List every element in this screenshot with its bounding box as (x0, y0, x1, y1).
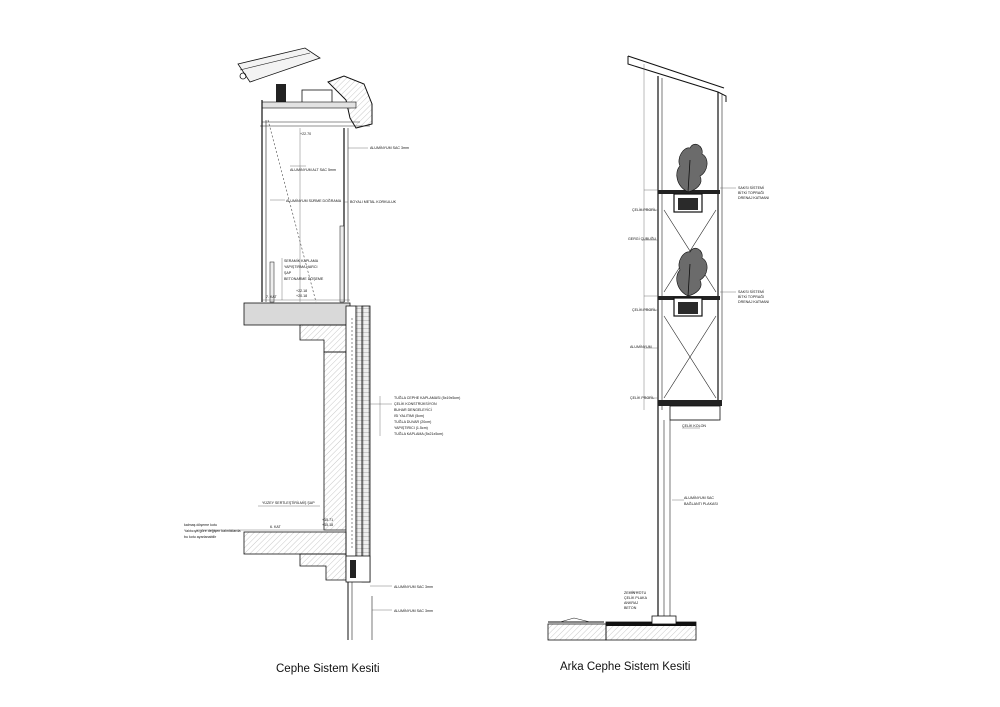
label-betonarme: BETONARME DÖŞEME (284, 277, 324, 281)
planter-label-1: SAKSI SİSTEMİ (738, 185, 764, 190)
brick-layer-3: BUHAR DENGELEYİCİ (394, 407, 432, 412)
label-sap: ŞAP (284, 271, 292, 275)
kat-label-low: 6. KAT (270, 525, 282, 529)
label-boyali-metal: BOYALI METAL KORKULUK (350, 200, 397, 204)
planter-label-4: SAKSI SİSTEMİ (738, 289, 764, 294)
label-yuzey-sertlestirme: YÜZEY SERTLEŞTİRİLMİŞ ŞAP (262, 500, 315, 505)
planter-label-2: BİTKİ TOPRAĞI (738, 190, 764, 195)
side-label-3: ÇELİK PROFİL (632, 307, 656, 312)
label-aluminyum-surme: ALUMİNYUM SÜRME DOĞRAMA (286, 198, 342, 203)
side-label-2: GERGİ ÇUBUĞU (628, 236, 657, 241)
planter-label-6: DRENAJ KATMANI (738, 300, 769, 304)
side-label-5: ÇELİK PROFİL (630, 395, 654, 400)
lower-label-2: ALUMİNYUM SAC (684, 495, 714, 500)
label-aluminyum-sac-bottom1: ALUMİNYUM SAC 3mm (394, 584, 433, 589)
note-line-1: kalmaş döşeme kotu (184, 523, 217, 527)
lower-label-1: ÇELİK KOLON (682, 423, 706, 428)
brick-annotations: TUĞLA CEPHE KAPLAMASI (5x19x5cm) ÇELİK K… (370, 395, 460, 436)
upper-annotations: ALUMİNYUM SAC 3mm ALUMİNYUM ALT SAC 5mm … (262, 145, 409, 301)
brick-layer-1: TUĞLA CEPHE KAPLAMASI (5x19x5cm) (394, 395, 460, 400)
right-section: SAKSI SİSTEMİ BİTKİ TOPRAĞI DRENAJ KATMA… (547, 55, 769, 641)
planter-upper (673, 143, 708, 213)
ground-detail: ZEMİN KOTU ÇELİK PLAKA ANKRAJ BETON (547, 590, 697, 641)
brick-layer-2: ÇELİK KONSTRÜKSİYON (394, 401, 437, 406)
brick-layer-7: TUĞLA KAPLAMA (5x21x5cm) (394, 431, 443, 436)
planter-annotations: SAKSI SİSTEMİ BİTKİ TOPRAĞI DRENAJ KATMA… (720, 185, 769, 304)
ground-label-1: ZEMİN KOTU (624, 590, 647, 595)
note-line-2: Yalıtıcıya göre değişen kalınlıklarda (184, 529, 240, 533)
brick-layer-5: TUĞLA DUVAR (20cm) (394, 419, 431, 424)
note-line-3: bu kotu ayarlanabilir (184, 535, 217, 539)
level-mid: +20.18 (296, 294, 307, 298)
planter-lower (673, 247, 708, 317)
title-left: Cephe Sistem Kesiti (276, 663, 380, 675)
level-top-mark: +22.70 (300, 132, 311, 136)
brick-layer-6: YAPIŞTIRICI (1.5cm) (394, 426, 428, 430)
lower-label-3: BAĞLANTI PLAKASI (684, 501, 718, 506)
side-label-4: ALUMİNYUM (630, 344, 652, 349)
label-aluminyum-sac-top: ALUMİNYUM SAC 3mm (370, 145, 409, 150)
planter-label-3: DRENAJ KATMANI (738, 196, 769, 200)
level-top: +22.18 (296, 289, 307, 293)
label-aluminyum-sac-bottom2: ALUMİNYUM SAC 3mm (394, 608, 433, 613)
roof-detail: +22.70 (237, 47, 373, 136)
side-annotations: ÇELİK PROFİL GERGİ ÇUBUĞU ÇELİK PROFİL A… (628, 207, 658, 400)
label-aluminyum-alt: ALUMİNYUM ALT SAC 5mm (290, 167, 336, 172)
label-yapistirma: YAPIŞTIRMA HARCI (284, 265, 317, 269)
brick-layer-4: ISI YALITIMI (5cm) (394, 414, 424, 418)
kat-label-top: 7. KAT (266, 295, 278, 299)
ground-label-2: ÇELİK PLAKA (624, 595, 648, 600)
ground-label-3: ANKRAJ (624, 601, 638, 605)
level-low: +15.71 (322, 518, 333, 522)
label-seramik: SERAMİK KAPLAMA (284, 258, 319, 263)
lower-floor: YÜZEY SERTLEŞTİRİLMİŞ ŞAP +15.71 +15.18 … (184, 500, 433, 640)
left-section: +22.70 ALUMİNYUM SAC 3mm ALUMİNYUM ALT S… (184, 47, 460, 640)
side-label-1: ÇELİK PROFİL (632, 207, 656, 212)
planter-label-5: BİTKİ TOPRAĞI (738, 294, 764, 299)
level-low2: +15.18 (322, 523, 333, 527)
ground-label-4: BETON (624, 606, 637, 610)
title-right: Arka Cephe Sistem Kesiti (560, 661, 690, 673)
cross-bracing (663, 209, 717, 399)
